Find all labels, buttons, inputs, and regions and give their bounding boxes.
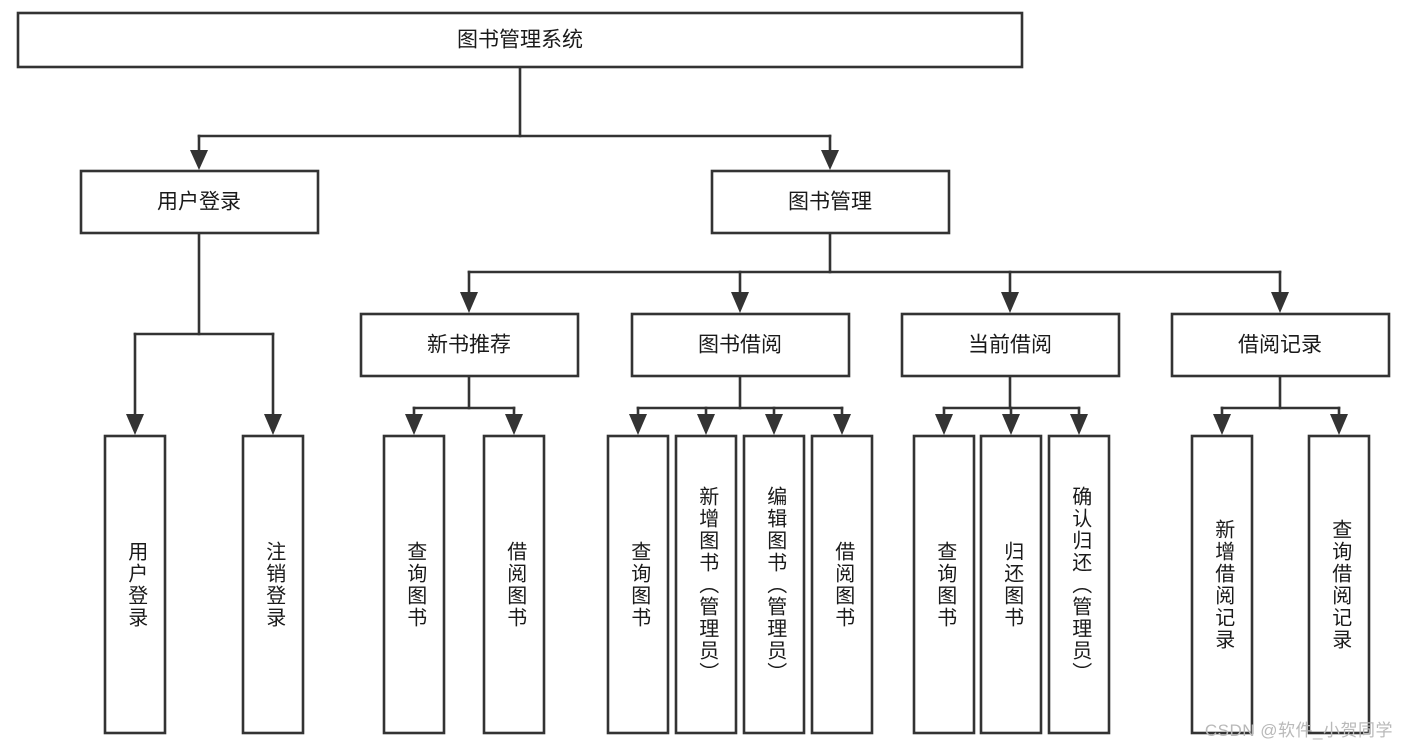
- connector-newbook-to-leaves: [405, 375, 523, 435]
- leaf-confirm-return-admin[interactable]: [1047, 434, 1111, 735]
- leaf-add-book-admin[interactable]: [674, 434, 738, 735]
- connector-bookmgmt-to-level3: [460, 231, 1289, 313]
- leaf-group-user-login: [103, 434, 305, 735]
- leaf-query-book-3[interactable]: [912, 434, 976, 735]
- leaf-user-login[interactable]: [103, 434, 167, 735]
- connector-borrowrecord-to-leaves: [1213, 375, 1348, 435]
- leaf-group-new-book-recommend: [382, 434, 546, 735]
- leaf-edit-book-admin[interactable]: [742, 434, 806, 735]
- connector-bookborrow-to-leaves: [629, 375, 851, 435]
- leaf-logout[interactable]: [241, 434, 305, 735]
- node-new-book-recommend[interactable]: 新书推荐: [359, 312, 580, 378]
- leaf-add-borrow-record[interactable]: [1190, 434, 1254, 735]
- node-user-login-label: 用户登录: [157, 191, 241, 214]
- node-current-borrow[interactable]: 当前借阅: [900, 312, 1121, 378]
- node-book-management[interactable]: 图书管理: [710, 169, 951, 235]
- node-root-label: 图书管理系统: [457, 29, 583, 52]
- node-new-book-recommend-label: 新书推荐: [427, 334, 511, 357]
- node-borrow-record-label: 借阅记录: [1238, 334, 1322, 357]
- node-borrow-record[interactable]: 借阅记录: [1170, 312, 1391, 378]
- leaf-query-book-1[interactable]: [382, 434, 446, 735]
- connector-currentborrow-to-leaves: [935, 375, 1088, 435]
- node-book-borrow-label: 图书借阅: [698, 334, 782, 357]
- connector-root-to-level2: [190, 65, 839, 170]
- node-current-borrow-label: 当前借阅: [968, 334, 1052, 357]
- leaf-group-book-borrow: [606, 434, 874, 735]
- leaf-return-book[interactable]: [979, 434, 1043, 735]
- node-book-borrow[interactable]: 图书借阅: [630, 312, 851, 378]
- connector-userlogin-to-leaves: [126, 231, 282, 435]
- leaf-group-current-borrow: [912, 434, 1111, 735]
- node-root[interactable]: 图书管理系统: [16, 11, 1024, 69]
- leaf-group-borrow-record: [1190, 434, 1371, 735]
- leaf-query-book-2[interactable]: [606, 434, 670, 735]
- leaf-borrow-book-2[interactable]: [810, 434, 874, 735]
- leaf-borrow-book-1[interactable]: [482, 434, 546, 735]
- leaf-query-borrow-record[interactable]: [1307, 434, 1371, 735]
- node-user-login[interactable]: 用户登录: [79, 169, 320, 235]
- csdn-watermark: CSDN @软件_小贺同学: [1204, 721, 1393, 740]
- node-book-management-label: 图书管理: [788, 191, 872, 214]
